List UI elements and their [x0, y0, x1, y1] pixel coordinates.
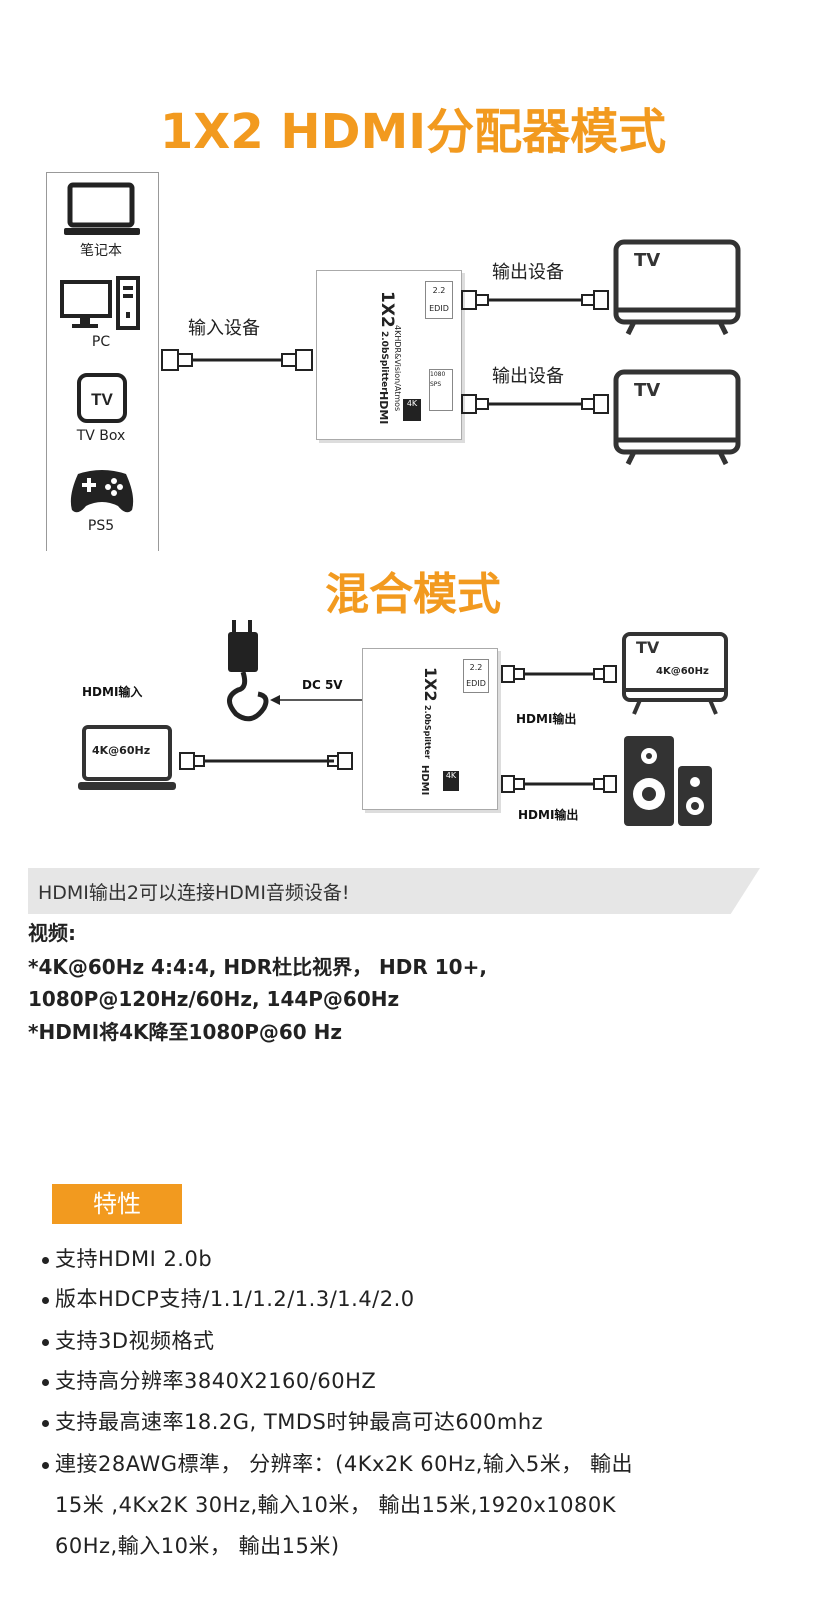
feature-text: 支持高分辨率3840X2160/60HZ: [55, 1369, 377, 1393]
tv-label-1: TV: [634, 250, 661, 271]
box-brand: HDMI: [377, 391, 390, 425]
tv-label-2: TV: [634, 380, 661, 401]
feature-text: 版本HDCP支持/1.1/1.2/1.3/1.4/2.0: [55, 1287, 415, 1311]
feature-item: 支持3D视频格式: [42, 1325, 215, 1355]
box2-4k-badge: 4K: [443, 771, 459, 791]
splitter-box-2: 2.2 EDID 1X2 2.0bSplitter HDMI 4K: [362, 648, 498, 810]
pc-icon: [60, 276, 140, 330]
output-hdmi-cable-2: [461, 394, 609, 414]
audio-note-text: HDMI输出2可以连接HDMI音频设备!: [38, 882, 350, 904]
box2-sub: 2.0bSplitter: [423, 705, 432, 759]
video-line-1: *4K@60Hz 4:4:4, HDR杜比视界， HDR 10+,: [28, 955, 487, 979]
bullet-icon: [42, 1378, 49, 1386]
features-badge: 特性: [52, 1184, 182, 1224]
tv-icon: [613, 369, 741, 466]
hdmi-output-label-1: HDMI输出: [516, 712, 577, 726]
tv-icon: [613, 239, 741, 336]
box-tag-hdcp: 2.2: [432, 286, 446, 295]
box-4k-badge: 4K: [403, 399, 421, 421]
output-hdmi-cable-3: [501, 665, 617, 683]
box2-tag-edid: EDID: [466, 679, 486, 688]
box2-tag-hdcp: 2.2: [469, 663, 483, 672]
feature-text: 連接28AWG標準， 分辨率：(4Kx2K 60Hz,输入5米， 輸出: [55, 1452, 633, 1476]
feature-item: 支持高分辨率3840X2160/60HZ: [42, 1365, 376, 1395]
dc-label: DC 5V: [302, 678, 343, 692]
feature-item: 連接28AWG標準， 分辨率：(4Kx2K 60Hz,输入5米， 輸出: [42, 1448, 633, 1478]
bullet-icon: [42, 1461, 49, 1469]
box-sub2: 4KHDR&Vision/Atmos: [393, 325, 402, 412]
tv-label-3: TV: [636, 638, 660, 657]
tv-icon: [622, 632, 728, 715]
splitter-box: 2.2 EDID 1080 SPS 1X2 2.0bSplitter 4KHDR…: [316, 270, 462, 440]
video-heading: 视频:: [28, 921, 76, 945]
feature-item: 版本HDCP支持/1.1/1.2/1.3/1.4/2.0: [42, 1283, 415, 1313]
source-label-pc: PC: [91, 334, 111, 350]
box-model: 1X2: [377, 291, 397, 328]
audio-note-banner: [28, 868, 760, 914]
tv-box-icon: TV: [77, 373, 127, 423]
bullet-icon: [42, 1296, 49, 1304]
box-tag-edid: EDID: [429, 304, 449, 313]
bullet-icon: [42, 1419, 49, 1427]
input-hdmi-cable: [161, 349, 313, 371]
box2-model: 1X2: [421, 667, 440, 702]
video-line-3: *HDMI将4K降至1080P@60 Hz: [28, 1020, 343, 1044]
gamepad-icon: [70, 470, 134, 513]
source-label-tvbox: TV Box: [76, 428, 126, 444]
section2-title: 混合模式: [325, 569, 501, 620]
input-hdmi-cable-2: [179, 752, 353, 770]
feature-text: 支持3D视频格式: [55, 1329, 215, 1353]
box-sub: 2.0bSplitter: [379, 331, 389, 392]
hdmi-input-label: HDMI输入: [82, 685, 143, 699]
input-device-label: 输入设备: [188, 318, 260, 339]
feature-text: 支持最高速率18.2G, TMDS时钟最高可达600mhz: [55, 1410, 544, 1434]
source-device-panel: [46, 172, 159, 551]
feature-item: 支持HDMI 2.0b: [42, 1243, 212, 1273]
bullet-icon: [42, 1256, 49, 1264]
hdmi-output-label-2: HDMI输出: [518, 808, 579, 822]
laptop-res-label: 4K@60Hz: [92, 744, 151, 757]
power-adapter-icon: [227, 620, 269, 722]
source-label-ps5: PS5: [87, 518, 115, 534]
output-hdmi-cable-1: [461, 290, 609, 310]
box-tag-sps: 1080 SPS: [430, 371, 446, 388]
feature-item-cont: 60Hz,輸入10米， 輸出15米): [55, 1534, 340, 1558]
feature-item-cont: 15米 ,4Kx2K 30Hz,輸入10米， 輸出15米,1920x1080K: [55, 1493, 617, 1517]
svg-text:TV: TV: [91, 390, 113, 409]
tv-res-label: 4K@60Hz: [656, 666, 709, 677]
feature-text: 支持HDMI 2.0b: [55, 1247, 213, 1271]
output-hdmi-cable-4: [501, 775, 617, 793]
source-label-laptop: 笔记本: [80, 243, 122, 259]
feature-item: 支持最高速率18.2G, TMDS时钟最高可达600mhz: [42, 1406, 543, 1436]
output-device-label-1: 输出设备: [492, 262, 564, 283]
laptop-icon: [64, 182, 140, 235]
laptop-icon: [78, 725, 176, 790]
video-line-2: 1080P@120Hz/60Hz, 144P@60Hz: [28, 987, 400, 1011]
box2-brand: HDMI: [419, 765, 430, 796]
bullet-icon: [42, 1338, 49, 1346]
section1-title: 1X2 HDMI分配器模式: [159, 104, 667, 160]
dc-arrow: [270, 695, 362, 705]
output-device-label-2: 输出设备: [492, 366, 564, 387]
speaker-icon: [624, 736, 712, 826]
